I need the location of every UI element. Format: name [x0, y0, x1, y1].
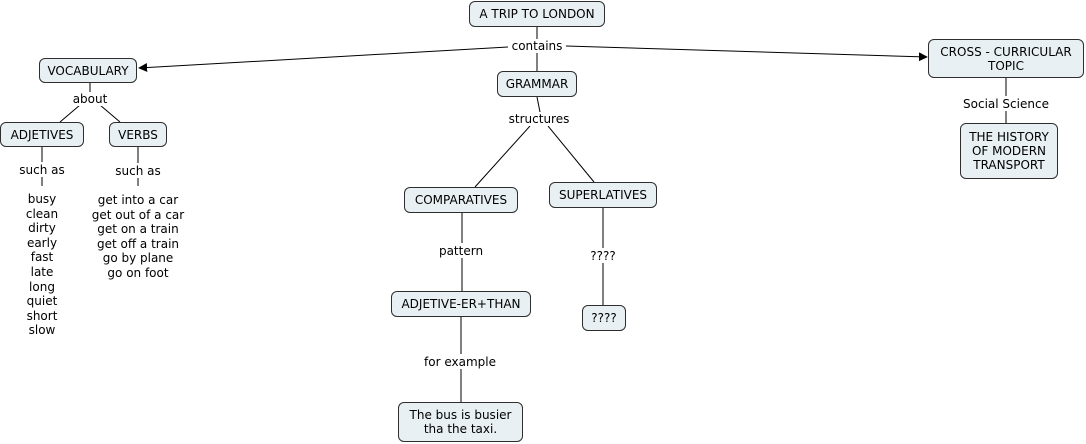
verb-item: go by plane — [102, 251, 174, 266]
verb-item: get on a train — [97, 222, 179, 237]
adjective-item: dirty — [28, 221, 56, 236]
adjective-item: fast — [30, 250, 54, 265]
link-such-as-adjetives: such as — [17, 163, 67, 177]
node-cross-curricular-topic[interactable]: CROSS - CURRICULAR TOPIC — [928, 39, 1084, 78]
edge-structures-superlatives — [547, 125, 595, 183]
adjective-item: slow — [28, 323, 56, 338]
link-such-as-verbs: such as — [113, 164, 163, 178]
node-grammar[interactable]: GRAMMAR — [497, 71, 577, 97]
edge-about-verbs — [99, 104, 121, 123]
link-about: about — [70, 92, 110, 106]
link-for-example: for example — [422, 355, 498, 369]
node-adjetives[interactable]: ADJETIVES — [0, 122, 84, 147]
link-unknown: ???? — [588, 249, 618, 263]
link-social-science: Social Science — [961, 97, 1051, 111]
node-verbs[interactable]: VERBS — [109, 122, 167, 147]
verb-item: go on foot — [107, 265, 169, 280]
adjective-item: clean — [25, 206, 59, 221]
edge-structures-comparatives — [474, 125, 531, 188]
verb-item: get out of a car — [91, 207, 185, 222]
adjective-item: busy — [27, 192, 57, 206]
link-contains: contains — [509, 39, 565, 53]
node-unknown[interactable]: ???? — [582, 305, 626, 331]
edge-contains-cross — [565, 45, 928, 62]
node-example-sentence[interactable]: The bus is busier tha the taxi. — [398, 402, 523, 442]
adjective-item: early — [26, 235, 58, 250]
adjective-item: late — [30, 264, 54, 279]
verb-item: get off a train — [96, 236, 180, 251]
node-adjetive-er-than[interactable]: ADJETIVE-ER+THAN — [391, 291, 531, 317]
link-pattern: pattern — [436, 244, 486, 258]
node-history-of-modern-transport[interactable]: THE HISTORY OF MODERN TRANSPORT — [960, 123, 1058, 179]
edge-grammar-structures — [536, 96, 541, 113]
node-trip-to-london[interactable]: A TRIP TO LONDON — [469, 1, 605, 27]
adjective-item: short — [26, 308, 58, 323]
edge-contains-vocabulary — [138, 46, 509, 73]
node-superlatives[interactable]: SUPERLATIVES — [549, 182, 657, 208]
adjective-item: quiet — [26, 294, 58, 309]
edge-about-adjetives — [59, 104, 81, 123]
link-structures: structures — [506, 112, 572, 126]
adjective-item: long — [29, 279, 55, 294]
node-comparatives[interactable]: COMPARATIVES — [404, 187, 518, 213]
verb-item: get into a car — [97, 193, 179, 207]
node-vocabulary[interactable]: VOCABULARY — [39, 58, 137, 83]
